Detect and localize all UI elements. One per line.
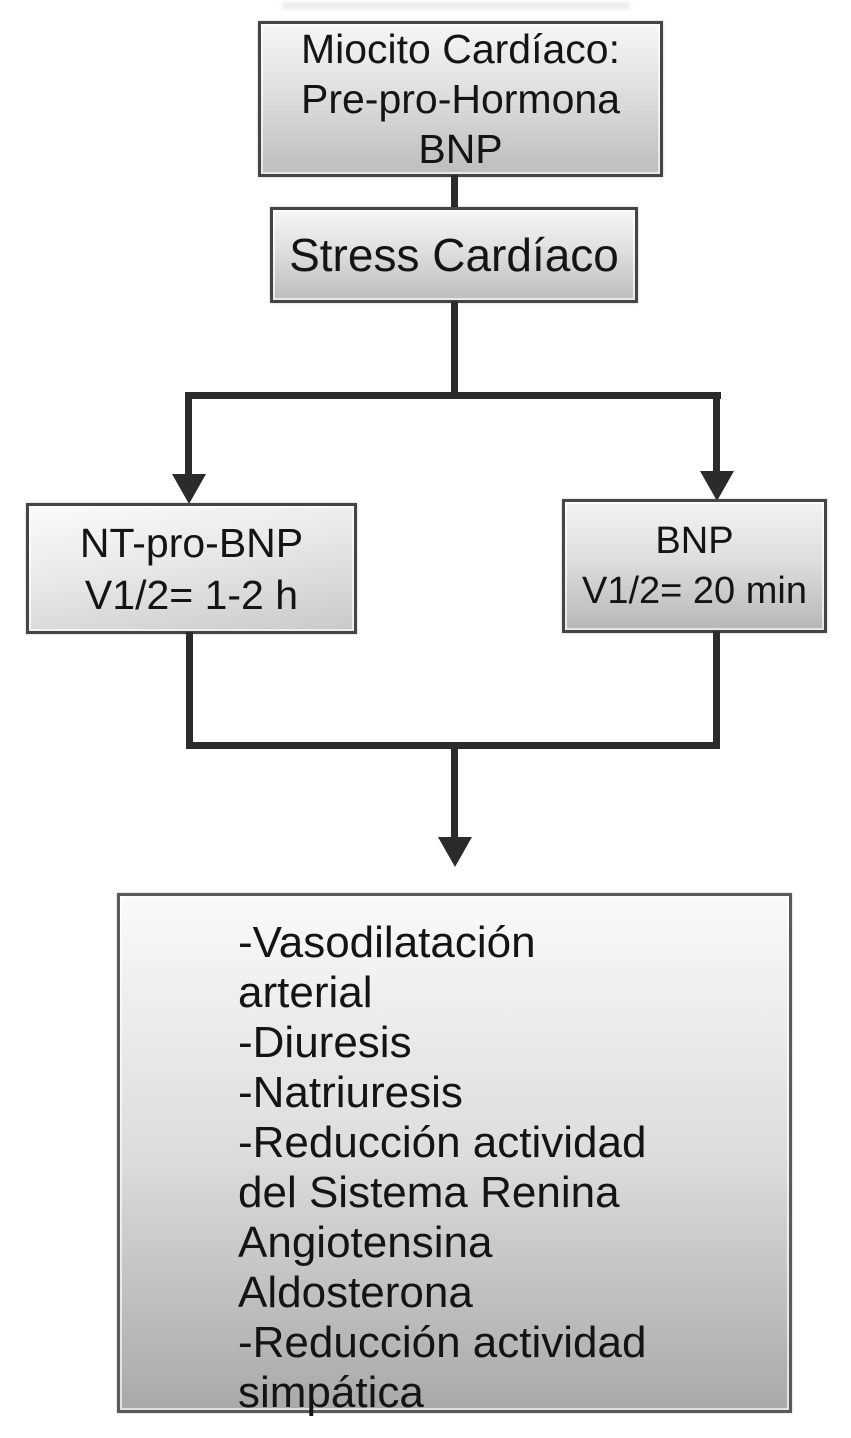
merge-left-vertical [186,632,193,749]
effects-line: simpática [238,1368,424,1417]
effects-line: Aldosterona [238,1268,473,1317]
connector-myocyte-stress [451,175,458,209]
node-bnp-line: V1/2= 20 min [582,570,807,612]
effects-line: del Sistema Renina [238,1168,620,1217]
effects-line: -Reducción actividad [238,1118,647,1167]
node-miocito-cardiaco: Miocito Cardíaco: Pre-pro-Hormona BNP [258,21,663,177]
node-miocito-line: Pre-pro-Hormona [301,76,620,122]
merge-right-vertical [713,631,720,749]
top-edge-artifact [282,2,630,9]
merge-center-vertical [451,742,458,839]
arrow-down-icon [700,471,734,501]
node-miocito-line: Miocito Cardíaco: [300,26,620,72]
node-bnp-line: BNP [655,520,734,562]
effects-line: arterial [238,968,373,1017]
arrow-down-icon [438,837,472,867]
branch-left-vertical [185,392,192,476]
node-stress-label: Stress Cardíaco [289,229,619,281]
effects-line: -Reducción actividad [238,1318,647,1367]
node-bnp: BNP V1/2= 20 min [562,499,827,633]
branch-horizontal-line [185,392,721,399]
node-nt-pro-bnp-line: NT-pro-BNP [79,519,304,566]
effects-line: -Diuresis [238,1018,412,1067]
node-miocito-line: BNP [418,126,503,172]
node-bnp-effects: -Vasodilatación arterial -Diuresis -Natr… [117,893,792,1417]
node-nt-pro-bnp: NT-pro-BNP V1/2= 1-2 h [26,503,357,634]
arrow-down-icon [172,474,206,504]
effects-line: Angiotensina [238,1218,493,1267]
effects-line: -Natriuresis [238,1068,463,1117]
effects-line: -Vasodilatación [238,918,536,967]
node-nt-pro-bnp-line: V1/2= 1-2 h [84,571,299,618]
connector-stress-branch [451,301,458,397]
node-stress-cardiaco: Stress Cardíaco [270,207,638,303]
branch-right-vertical [713,392,720,473]
